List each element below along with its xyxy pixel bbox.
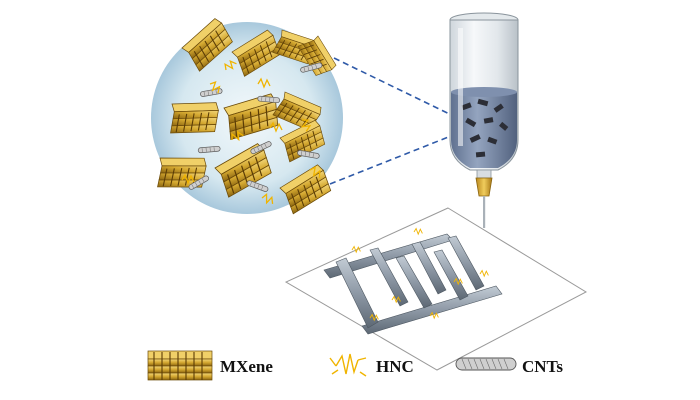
- electrode-fingers: [323, 233, 503, 335]
- legend-cnts-label: CNTs: [522, 357, 563, 376]
- magnified-ink-sphere: [151, 16, 343, 216]
- legend-hnc-label: HNC: [376, 357, 414, 376]
- legend-mxene-label: MXene: [220, 357, 273, 376]
- syringe-icon: [449, 12, 519, 228]
- cnt-icon: [455, 357, 517, 371]
- zoom-lines: [329, 57, 467, 185]
- legend: MXene HNC: [147, 350, 563, 381]
- mxene-icon: [147, 350, 213, 381]
- sphere-mxene-flakes: [153, 16, 338, 216]
- syringe-ink-particles: [461, 98, 509, 158]
- legend-hnc: HNC: [329, 353, 414, 377]
- legend-mxene: MXene: [147, 350, 273, 381]
- hnc-icon: [329, 353, 367, 377]
- printed-electrode-substrate: [284, 207, 588, 371]
- legend-cnts: CNTs: [455, 357, 563, 376]
